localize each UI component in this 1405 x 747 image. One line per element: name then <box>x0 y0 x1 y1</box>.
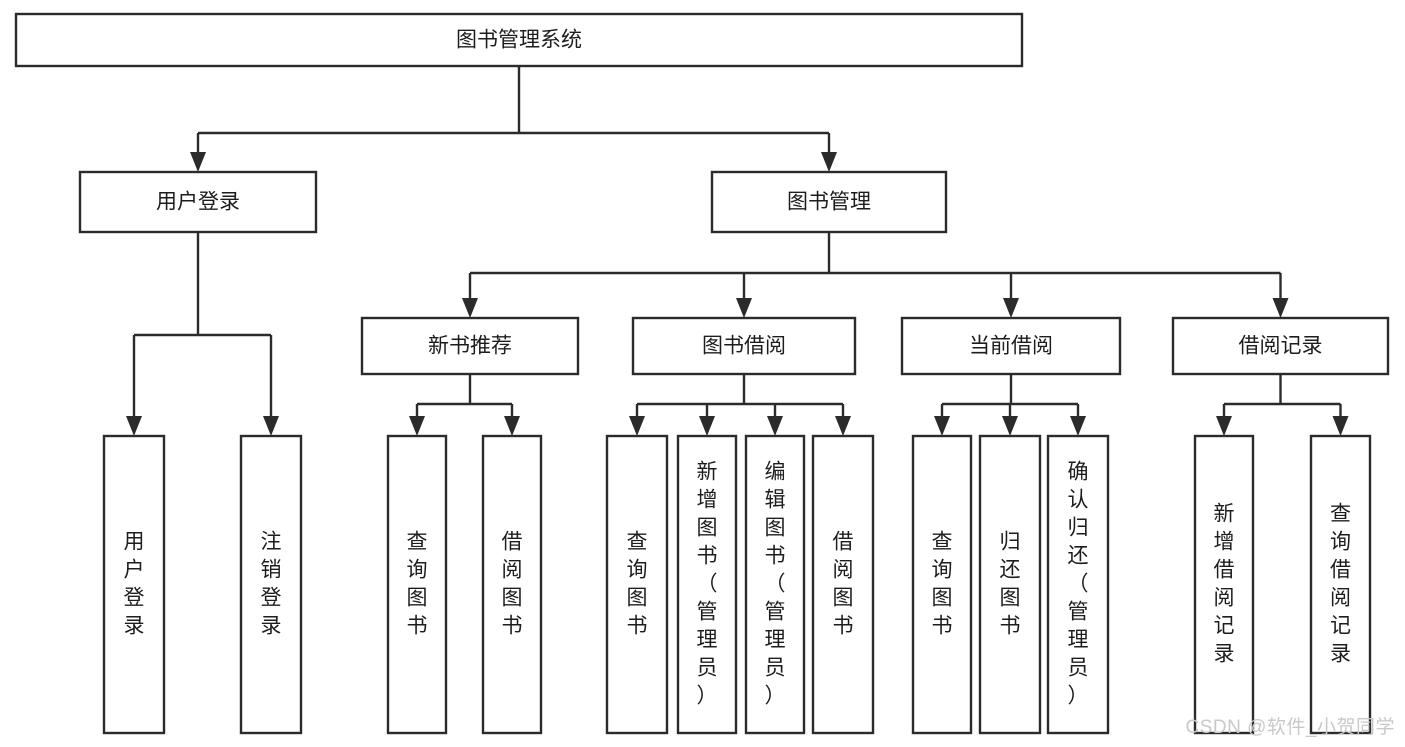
node-box[interactable] <box>239 434 303 735</box>
edge-group-user-login <box>126 232 279 436</box>
node-label: 用户登录 <box>124 531 145 638</box>
connector-layer <box>126 66 1349 436</box>
node-box[interactable] <box>14 12 1024 68</box>
arrow-head <box>462 298 478 318</box>
node-leaf-user-logout[interactable]: 注销登录 <box>239 434 303 735</box>
node-box[interactable] <box>978 434 1042 735</box>
arrow-head <box>409 416 425 436</box>
node-box[interactable] <box>710 170 948 234</box>
node-leaf-query-borrow-record[interactable]: 查询借阅记录 <box>1309 434 1372 735</box>
arrow-head <box>699 416 715 436</box>
node-book-borrow[interactable]: 图书借阅 <box>631 316 857 376</box>
node-label: 新书推荐 <box>428 335 512 358</box>
node-box[interactable] <box>911 434 973 735</box>
node-leaf-user-login[interactable]: 用户登录 <box>102 434 166 735</box>
node-leaf-add-borrow-record[interactable]: 新增借阅记录 <box>1193 434 1255 735</box>
edge-group-borrow-record <box>1216 374 1349 436</box>
node-label: 注销登录 <box>261 531 282 638</box>
arrow-head <box>1216 416 1232 436</box>
node-box[interactable] <box>811 434 875 735</box>
node-new-book-recommend[interactable]: 新书推荐 <box>360 316 580 376</box>
edge-group-root <box>190 66 837 172</box>
node-label: 查询借阅记录 <box>1330 503 1351 666</box>
node-box[interactable] <box>78 170 318 234</box>
arrow-head <box>1002 416 1018 436</box>
node-leaf-edit-book-admin[interactable]: 编辑图书（管理员） <box>744 434 806 735</box>
arrow-head <box>736 298 752 318</box>
node-leaf-borrow-book-1[interactable]: 借阅图书 <box>481 434 543 735</box>
arrow-head <box>504 416 520 436</box>
node-label: 借阅图书 <box>502 531 523 638</box>
node-label: 归还图书 <box>1000 531 1021 638</box>
node-label: 确认归还（管理员） <box>1068 461 1089 708</box>
node-leaf-borrow-book-2[interactable]: 借阅图书 <box>811 434 875 735</box>
node-box[interactable] <box>605 434 669 735</box>
node-label: 查询图书 <box>407 531 428 638</box>
node-label: 编辑图书（管理员） <box>765 461 786 708</box>
arrow-head <box>767 416 783 436</box>
node-leaf-return-book[interactable]: 归还图书 <box>978 434 1042 735</box>
node-borrow-record[interactable]: 借阅记录 <box>1171 316 1390 376</box>
node-root[interactable]: 图书管理系统 <box>14 12 1024 68</box>
edge-group-new-book-recommend <box>409 374 520 436</box>
node-box[interactable] <box>744 434 806 735</box>
node-label: 图书管理 <box>787 191 871 214</box>
arrow-head <box>190 152 206 172</box>
arrow-head <box>934 416 950 436</box>
node-current-borrow[interactable]: 当前借阅 <box>900 316 1122 376</box>
node-label: 借阅图书 <box>833 531 854 638</box>
node-label: 当前借阅 <box>969 335 1053 358</box>
arrow-head <box>821 152 837 172</box>
edge-group-book-borrow <box>629 374 851 436</box>
node-box[interactable] <box>676 434 738 735</box>
node-box[interactable] <box>481 434 543 735</box>
node-label: 新增借阅记录 <box>1214 503 1235 666</box>
arrow-head <box>1332 416 1349 436</box>
node-label: 查询图书 <box>932 531 953 638</box>
node-label: 借阅记录 <box>1239 335 1323 358</box>
arrow-head <box>835 416 851 436</box>
arrow-head <box>126 416 142 436</box>
node-leaf-query-book-2[interactable]: 查询图书 <box>605 434 669 735</box>
node-box[interactable] <box>1193 434 1255 735</box>
node-box[interactable] <box>1046 434 1110 735</box>
node-leaf-confirm-return-admin[interactable]: 确认归还（管理员） <box>1046 434 1110 735</box>
node-box[interactable] <box>1171 316 1390 376</box>
arrow-head <box>629 416 645 436</box>
node-book-manage[interactable]: 图书管理 <box>710 170 948 234</box>
node-leaf-query-book-3[interactable]: 查询图书 <box>911 434 973 735</box>
node-layer: 图书管理系统用户登录图书管理新书推荐图书借阅当前借阅借阅记录用户登录注销登录查询… <box>14 12 1390 735</box>
node-label: 图书管理系统 <box>456 29 582 52</box>
node-box[interactable] <box>900 316 1122 376</box>
edge-group-book-manage <box>462 232 1289 318</box>
edge-group-current-borrow <box>934 374 1086 436</box>
node-label: 查询图书 <box>627 531 648 638</box>
node-label: 用户登录 <box>156 191 240 214</box>
node-box[interactable] <box>1309 434 1372 735</box>
node-box[interactable] <box>386 434 448 735</box>
node-user-login[interactable]: 用户登录 <box>78 170 318 234</box>
node-label: 图书借阅 <box>702 335 786 358</box>
csdn-watermark: CSDN @软件_小贺同学 <box>1186 716 1395 738</box>
node-box[interactable] <box>360 316 580 376</box>
arrow-head <box>1003 298 1019 318</box>
arrow-head <box>1070 416 1086 436</box>
node-leaf-query-book-1[interactable]: 查询图书 <box>386 434 448 735</box>
arrow-head <box>1272 298 1289 318</box>
node-label: 新增图书（管理员） <box>697 461 718 708</box>
arrow-head <box>263 416 279 436</box>
node-box[interactable] <box>102 434 166 735</box>
node-box[interactable] <box>631 316 857 376</box>
node-leaf-add-book-admin[interactable]: 新增图书（管理员） <box>676 434 738 735</box>
